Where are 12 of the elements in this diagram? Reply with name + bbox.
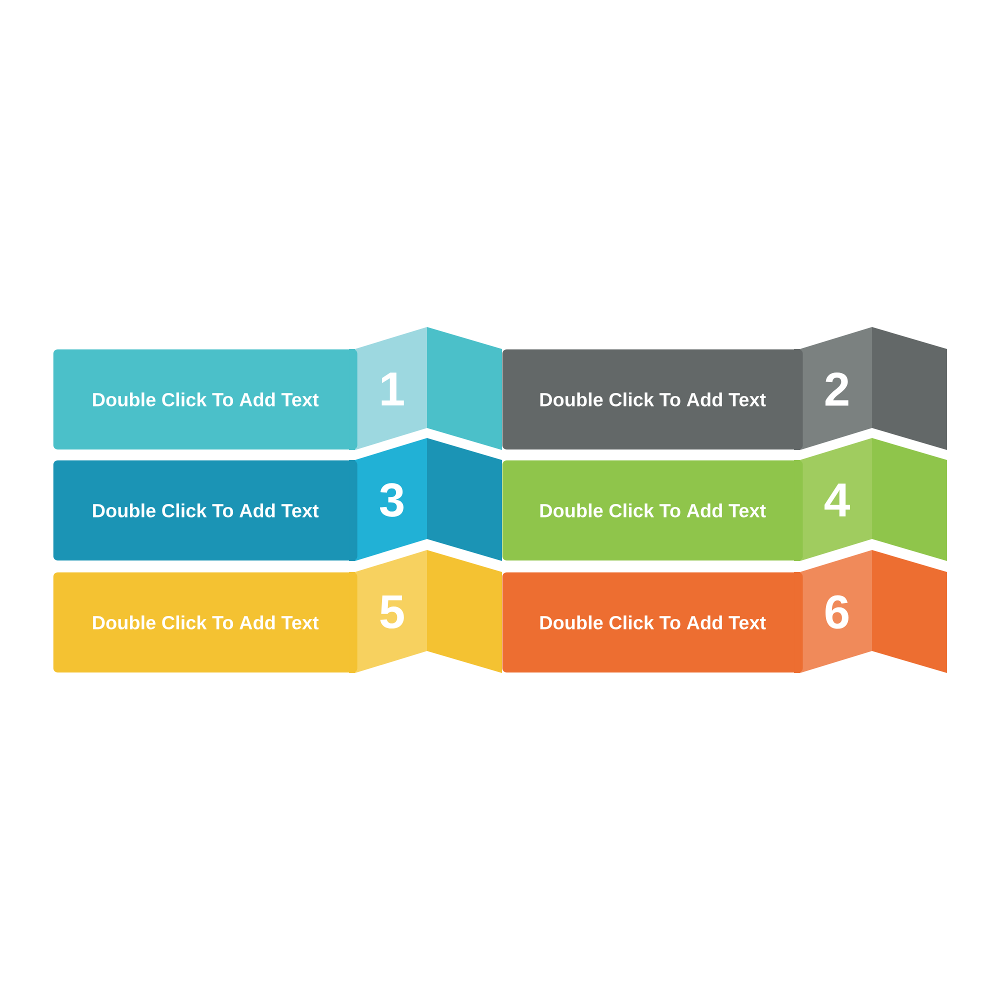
node-label: 4 — [824, 484, 850, 516]
node-label: 3 — [380, 483, 404, 517]
node-label: 1 — [382, 372, 404, 406]
numbered-ribbon: Double Click To Add Text 6 — [502, 550, 948, 673]
numbered-ribbon: Double Click To Add Text 4 — [502, 438, 948, 561]
numbered-ribbon: Double Click To Add Text 3 — [53, 438, 502, 561]
numbered-ribbon: Double Click To Add Text 5 — [53, 550, 502, 673]
numbered-ribbon: Double Click To Add Text 1 — [53, 327, 502, 450]
numbered-ribbon: Double Click To Add Text 2 — [502, 327, 948, 450]
node-label: 6 — [826, 595, 848, 629]
node-label: 2 — [825, 372, 848, 406]
node-label: 5 — [380, 595, 404, 629]
